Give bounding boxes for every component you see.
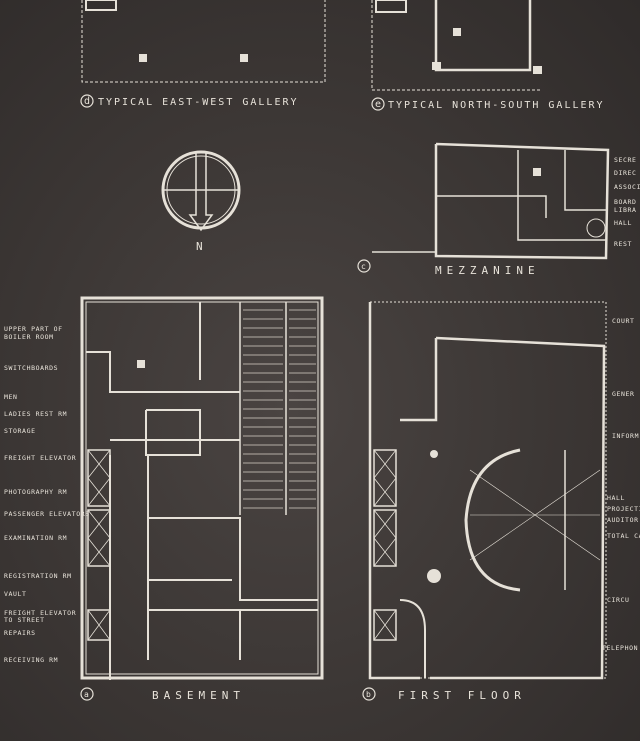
first-floor-label: HALL xyxy=(607,494,625,502)
drawing-letter-c: c xyxy=(361,262,366,271)
north-south-gallery-title: TYPICAL NORTH-SOUTH GALLERY xyxy=(388,100,605,111)
north-label: N xyxy=(196,240,203,253)
first-floor-label: TOTAL CA xyxy=(607,532,640,540)
first-floor-title: FIRST FLOOR xyxy=(398,689,526,702)
basement-label: UPPER PART OF xyxy=(4,325,63,333)
first-floor-label: INFORM xyxy=(612,432,639,440)
drawing-letter-a: a xyxy=(84,690,89,699)
mezz-label: SECRE xyxy=(614,156,637,164)
drawing-letter-e: e xyxy=(375,99,383,110)
basement-plan: a BASEMENT UPPER PART OF BOILER ROOM SWI… xyxy=(4,296,324,702)
first-floor-label: GENER xyxy=(612,390,635,398)
basement-label: RECEIVING RM xyxy=(4,656,58,664)
drawing-letter-d: d xyxy=(84,96,92,107)
basement-label: REGISTRATION RM xyxy=(4,572,72,580)
east-west-gallery-plan: d TYPICAL EAST-WEST GALLERY xyxy=(80,0,326,108)
basement-label: PHOTOGRAPHY RM xyxy=(4,488,67,496)
mezzanine-plan: c MEZZANINE SECRE DIREC ASSOCIA BOARD LI… xyxy=(357,142,640,277)
basement-label: MEN xyxy=(4,393,18,401)
basement-label: TO STREET xyxy=(4,616,45,624)
north-south-gallery-plan: e TYPICAL NORTH-SOUTH GALLERY xyxy=(371,0,605,111)
first-floor-label: TELEPHON xyxy=(602,644,638,652)
mezzanine-title: MEZZANINE xyxy=(435,264,540,277)
basement-label: VAULT xyxy=(4,590,27,598)
basement-label: SWITCHBOARDS xyxy=(4,364,58,372)
first-floor-label: CIRCU xyxy=(607,596,630,604)
first-floor-label: AUDITOR xyxy=(607,516,639,524)
basement-label: STORAGE xyxy=(4,427,36,435)
basement-label: BOILER ROOM xyxy=(4,333,54,341)
basement-label: PASSENGER ELEVATORS xyxy=(4,510,90,518)
mezz-label: DIREC xyxy=(614,169,637,177)
basement-label: EXAMINATION RM xyxy=(4,534,67,542)
first-floor-label: COURT xyxy=(612,317,635,325)
first-floor-label: PROJECTIO xyxy=(607,505,640,513)
mezz-label: REST xyxy=(614,240,632,248)
basement-title: BASEMENT xyxy=(152,689,245,702)
basement-label: LADIES REST RM xyxy=(4,410,67,418)
basement-label: FREIGHT ELEVATOR xyxy=(4,609,76,617)
basement-label: FREIGHT ELEVATOR xyxy=(4,454,76,462)
mezz-label: HALL xyxy=(614,219,632,227)
first-floor-plan: b FIRST FLOOR COURT GENER INFORM HALL PR… xyxy=(362,301,640,702)
drawing-letter-b: b xyxy=(366,690,371,699)
mezz-label: BOARD xyxy=(614,198,637,206)
mezz-label: ASSOCIA xyxy=(614,183,640,191)
mezz-label: LIBRA xyxy=(614,206,637,214)
north-arrow: N xyxy=(161,150,241,253)
east-west-gallery-title: TYPICAL EAST-WEST GALLERY xyxy=(98,97,299,108)
basement-label: REPAIRS xyxy=(4,629,36,637)
